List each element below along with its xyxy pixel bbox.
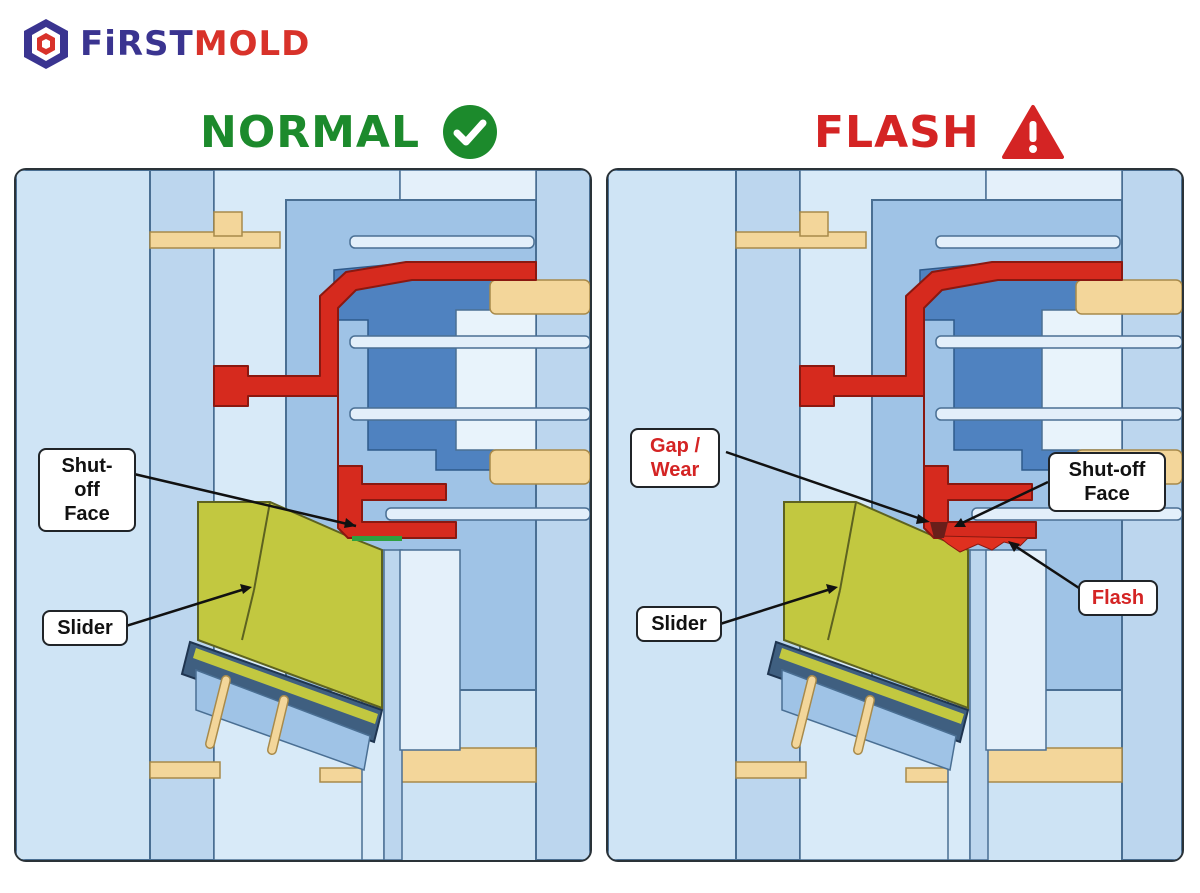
shutoff-face-label: Shut-off Face [38,448,136,532]
normal-heading-text: NORMAL [200,106,420,158]
flash-heading: FLASH [814,100,1064,164]
hexagon-logo-icon [24,19,68,69]
brand-logo: FiRSTMOLD [22,14,310,74]
normal-mold-panel: Shut-off Face Slider [14,168,592,862]
brand-wordmark: FiRSTMOLD [80,24,311,64]
shutoff-face-label: Shut-off Face [1048,452,1166,512]
normal-heading: NORMAL [200,100,498,164]
flash-mold-drawing [608,170,1182,860]
normal-mold-drawing [16,170,590,860]
flash-mold-panel: Gap / Wear Shut-off Face Flash Slider [606,168,1184,862]
flash-heading-text: FLASH [814,106,980,158]
slider-label: Slider [636,606,722,642]
slider-label: Slider [42,610,128,646]
check-circle-icon [442,105,497,159]
flash-label: Flash [1078,580,1158,616]
warning-triangle-icon [1001,105,1064,159]
gap-wear-label: Gap / Wear [630,428,720,488]
